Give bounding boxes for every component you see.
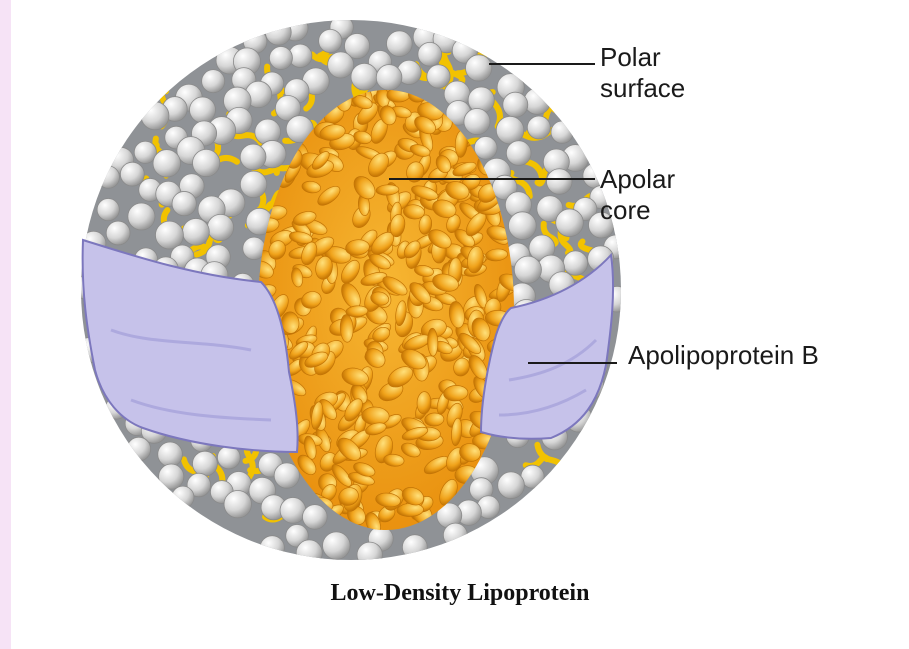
apolar-core-label: Apolar core <box>600 164 675 226</box>
phospholipid-head <box>97 199 119 221</box>
phospholipid-head <box>193 149 220 176</box>
phospholipid-head <box>127 437 151 461</box>
phospholipid-head <box>158 442 183 467</box>
phospholipid-head <box>141 102 169 130</box>
phospholipid-head <box>319 29 342 52</box>
phospholipid-head <box>153 150 181 178</box>
phospholipid-head <box>474 136 497 159</box>
phospholipid-head <box>328 52 354 78</box>
phospholipid-head <box>323 532 351 560</box>
page: Polar surface Apolar core Apolipoprotein… <box>11 0 909 649</box>
phospholipid-head <box>182 218 209 245</box>
phospholipid-head <box>402 535 427 560</box>
phospholipid-head <box>269 46 292 69</box>
phospholipid-head <box>547 169 573 195</box>
phospholipid-head <box>498 472 525 499</box>
phospholipid-head <box>106 221 130 245</box>
phospholipid-head <box>159 464 184 489</box>
phospholipid-head <box>551 121 573 143</box>
phospholipid-head <box>207 214 233 240</box>
phospholipid-head <box>172 486 194 508</box>
phospholipid-head <box>496 116 524 144</box>
phospholipid-head <box>260 536 284 560</box>
phospholipid-head <box>514 256 541 283</box>
phospholipid-head <box>217 446 240 469</box>
phospholipid-head <box>302 505 327 530</box>
phospholipid-head <box>120 162 144 186</box>
ldl-particle-diagram <box>11 0 909 649</box>
phospholipid-head <box>224 490 251 517</box>
phospholipid-head <box>296 540 322 566</box>
diagram-caption: Low-Density Lipoprotein <box>11 580 909 607</box>
phospholipid-head <box>443 523 467 547</box>
phospholipid-head <box>527 116 550 139</box>
apolipoprotein-b-label: Apolipoprotein B <box>628 340 819 371</box>
phospholipid-head <box>357 542 382 567</box>
phospholipid-head <box>240 171 266 197</box>
phospholipid-head <box>155 221 183 249</box>
phospholipid-head <box>351 63 378 90</box>
phospholipid-head <box>376 65 402 91</box>
phospholipid-head <box>524 88 550 114</box>
phospholipid-head <box>427 65 450 88</box>
phospholipid-head <box>464 108 490 134</box>
phospholipid-head <box>563 251 587 275</box>
phospholipid-head <box>192 451 217 476</box>
phospholipid-head <box>265 19 291 45</box>
polar-surface-label: Polar surface <box>600 42 685 104</box>
phospholipid-head <box>418 42 442 66</box>
phospholipid-head <box>509 212 537 240</box>
phospholipid-head <box>190 97 216 123</box>
phospholipid-head <box>240 144 266 170</box>
phospholipid-head <box>503 92 528 117</box>
phospholipid-head <box>172 191 196 215</box>
phospholipid-head <box>274 463 299 488</box>
phospholipid-head <box>280 498 306 524</box>
phospholipid-head <box>466 55 492 81</box>
phospholipid-head <box>556 209 584 237</box>
phospholipid-head <box>202 70 225 93</box>
phospholipid-head <box>387 31 413 57</box>
phospholipid-head <box>97 166 119 188</box>
phospholipid-head <box>128 203 155 230</box>
phospholipid-head <box>506 141 531 166</box>
